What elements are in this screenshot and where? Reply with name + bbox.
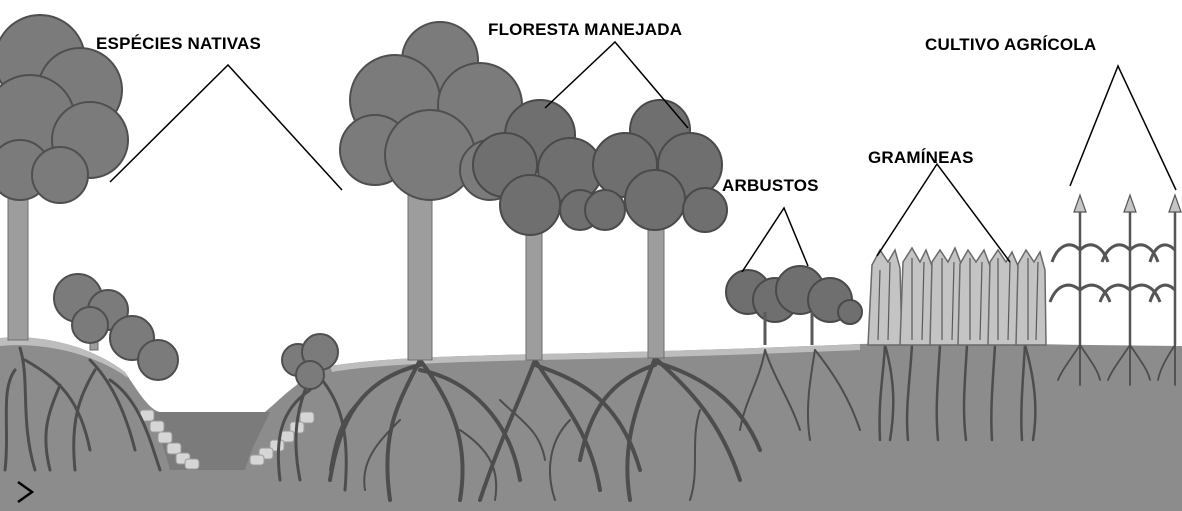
crop-plants — [1080, 200, 1175, 345]
leader-shrubs — [742, 208, 808, 272]
shrubs — [726, 266, 862, 324]
label-grasses: GRAMÍNEAS — [868, 148, 974, 168]
crop-tassels — [1074, 195, 1181, 212]
crop-leaves — [1050, 245, 1175, 302]
label-native-species: ESPÉCIES NATIVAS — [96, 34, 261, 54]
label-shrubs: ARBUSTOS — [722, 176, 819, 196]
leader-native-species — [110, 65, 342, 190]
managed-forest-tree-3 — [585, 100, 727, 232]
leader-agricultural-crop — [1070, 66, 1176, 190]
label-managed-forest: FLORESTA MANEJADA — [488, 20, 682, 40]
grass-clumps — [868, 248, 1046, 345]
leader-grasses — [877, 164, 1010, 262]
label-agricultural-crop: CULTIVO AGRÍCOLA — [925, 35, 1096, 55]
